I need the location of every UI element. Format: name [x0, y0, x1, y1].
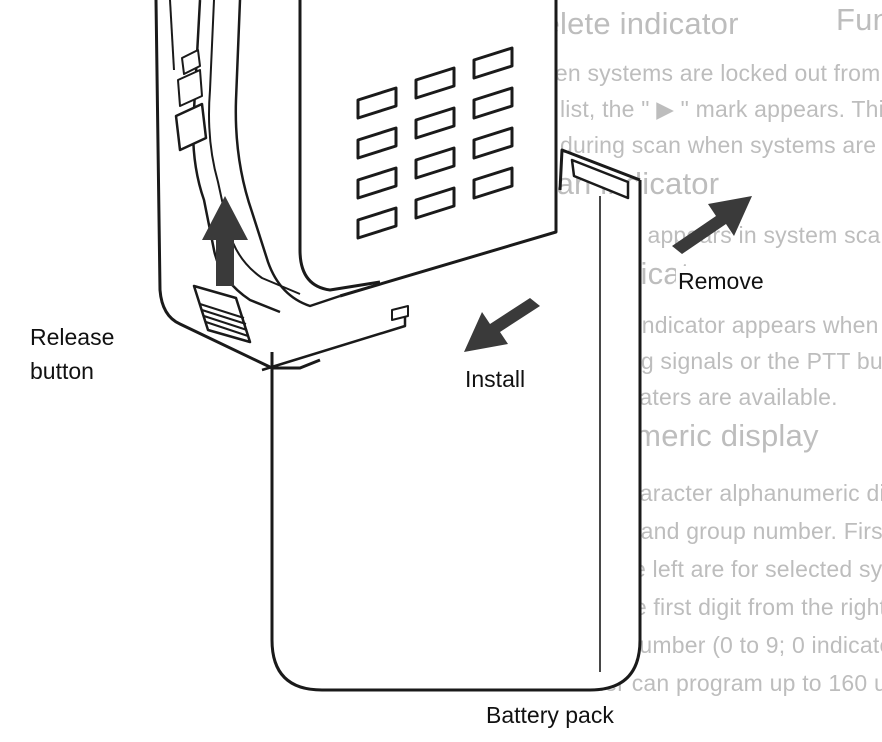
release-button: [192, 284, 252, 344]
keypad-key: [472, 86, 514, 120]
install-arrow: [464, 298, 540, 352]
keypad-key: [472, 166, 514, 200]
keypad: [356, 46, 514, 240]
keypad-key: [414, 146, 456, 180]
keypad-key: [414, 106, 456, 140]
remove-arrow: [672, 196, 752, 254]
keypad-key: [472, 126, 514, 160]
keypad-key: [414, 186, 456, 220]
keypad-key: [472, 46, 514, 80]
keypad-key: [414, 66, 456, 100]
battery-pack: [261, 148, 642, 692]
bleed-line: Function programmable by Scanner's Indic…: [836, 2, 882, 37]
install-label: Install: [463, 364, 528, 395]
release-direction-arrow: [202, 196, 248, 286]
release-button-label-line1: Release: [28, 322, 117, 353]
keypad-key: [356, 166, 398, 200]
keypad-key: [356, 206, 398, 240]
bleed-line: When systems are locked out from the sys…: [520, 60, 882, 86]
battery-pack-label: Battery pack: [484, 700, 616, 731]
release-button-label-line2: button: [28, 356, 96, 387]
remove-label: Remove: [676, 266, 766, 297]
bleed-line: list, the " ▶ " mark appears. This mark …: [560, 96, 882, 122]
keypad-key: [356, 86, 398, 120]
keypad-key: [356, 126, 398, 160]
bleed-line: during scan when systems are locked out.: [560, 132, 882, 158]
